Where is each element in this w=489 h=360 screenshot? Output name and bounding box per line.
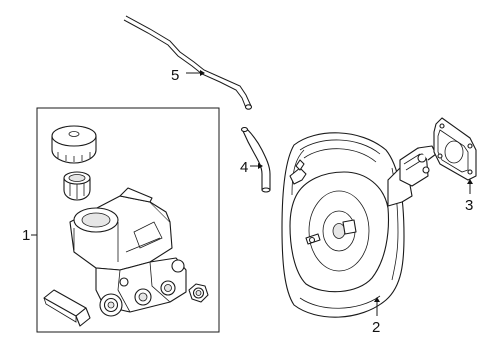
vacuum-hose-long xyxy=(123,15,253,110)
svg-text:3: 3 xyxy=(465,197,473,214)
callout-1: 1 xyxy=(22,227,37,244)
booster-gasket xyxy=(433,117,477,181)
callout-2: 2 xyxy=(372,297,380,336)
svg-text:2: 2 xyxy=(372,319,380,336)
callout-5: 5 xyxy=(171,67,205,84)
vacuum-hose-short xyxy=(240,126,271,193)
callout-3: 3 xyxy=(465,179,473,214)
svg-text:1: 1 xyxy=(22,227,30,244)
callout-4: 4 xyxy=(240,159,263,176)
master-cylinder-group-box xyxy=(36,107,220,333)
svg-text:5: 5 xyxy=(171,67,179,84)
svg-text:4: 4 xyxy=(240,159,248,176)
brake-booster xyxy=(281,132,437,318)
mounting-nut xyxy=(188,283,209,303)
reservoir-strainer xyxy=(63,171,91,201)
sensor-plug xyxy=(43,289,91,327)
master-cylinder-body xyxy=(69,187,187,317)
reservoir-cap xyxy=(51,125,97,164)
